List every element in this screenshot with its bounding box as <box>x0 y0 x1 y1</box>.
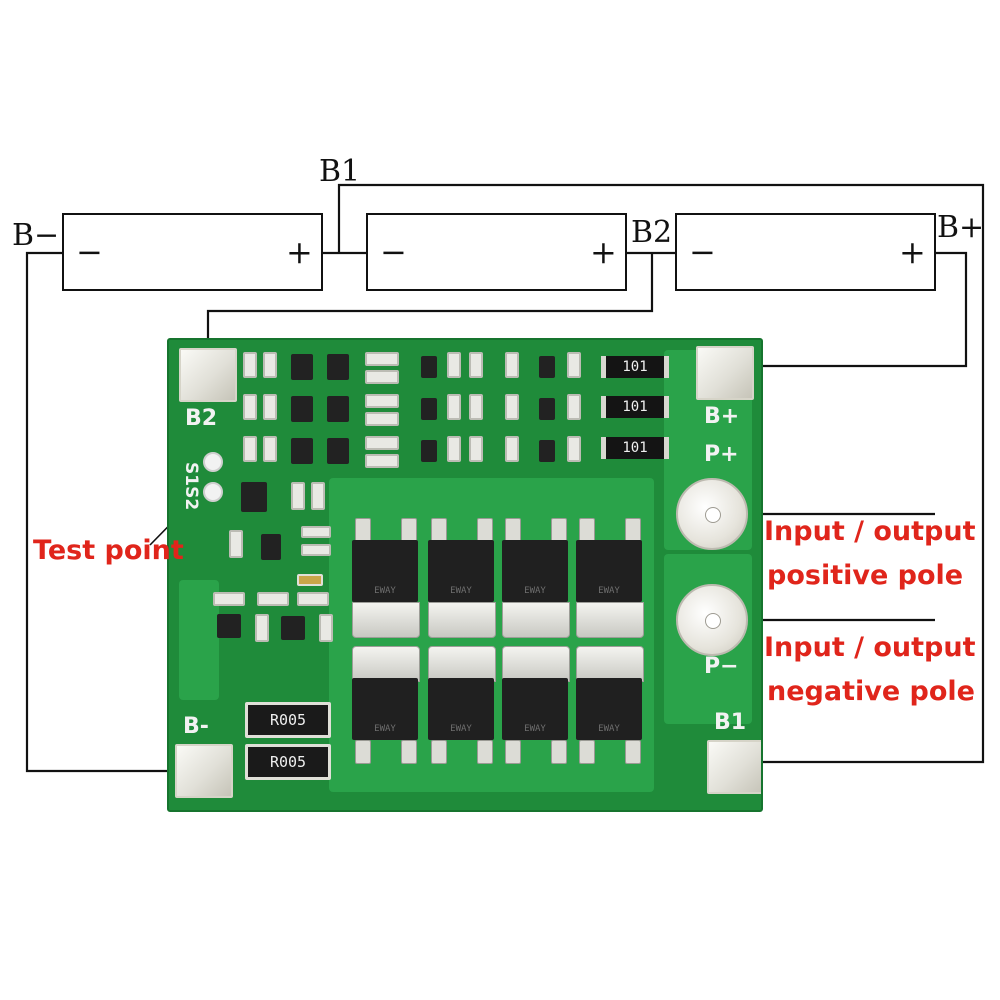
silk-b-plus: B+ <box>704 404 740 429</box>
silk-p-minus: P− <box>704 654 739 679</box>
battery-cell-1 <box>62 213 323 291</box>
label-b-plus: B+ <box>937 210 985 245</box>
silk-b2: B2 <box>185 406 218 431</box>
test-point-s2[interactable] <box>203 482 223 502</box>
balance-resistor-1: 101 <box>601 356 669 378</box>
cell-2-positive-sign: + <box>590 233 617 271</box>
annotation-positive-line-2: positive pole <box>767 560 964 591</box>
label-b2: B2 <box>631 215 673 250</box>
silk-p-plus: P+ <box>704 442 739 467</box>
label-b-minus: B− <box>12 218 60 253</box>
silk-test-points: S1S2 <box>181 462 201 511</box>
wire-b-plus <box>748 251 968 368</box>
cell-2-negative-sign: − <box>380 233 407 271</box>
cell-3-negative-sign: − <box>689 233 716 271</box>
pad-p-minus[interactable] <box>676 584 748 656</box>
sense-resistor-1: R005 <box>245 702 331 738</box>
battery-cell-3 <box>675 213 936 291</box>
pad-b2[interactable] <box>179 348 237 402</box>
sense-resistor-2: R005 <box>245 744 331 780</box>
balance-resistor-3: 101 <box>601 437 669 459</box>
silk-b-minus: B- <box>183 714 209 739</box>
pad-b-minus[interactable] <box>175 744 233 798</box>
annotation-positive-line-1: Input / output <box>764 516 976 547</box>
balance-resistor-2: 101 <box>601 396 669 418</box>
annotation-negative-line-2: negative pole <box>767 676 975 707</box>
silk-b1: B1 <box>714 710 747 735</box>
cell-1-positive-sign: + <box>286 233 313 271</box>
cell-3-positive-sign: + <box>899 233 926 271</box>
battery-cell-2 <box>366 213 627 291</box>
wire-b2 <box>206 253 654 364</box>
wire-b1 <box>337 183 985 764</box>
bms-circuit-board: B2 B+ P+ P− B- B1 S1S2 101 101 101 <box>167 338 763 812</box>
cell-1-negative-sign: − <box>76 233 103 271</box>
copper-pour-left <box>179 580 219 700</box>
annotation-negative-line-1: Input / output <box>764 632 976 663</box>
test-point-s1[interactable] <box>203 452 223 472</box>
label-b1: B1 <box>319 154 361 189</box>
annotation-test-point: Test point <box>33 535 184 566</box>
pad-p-plus[interactable] <box>676 478 748 550</box>
pad-b1[interactable] <box>707 740 761 794</box>
wire-b-minus <box>25 251 175 773</box>
pad-b-plus[interactable] <box>696 346 754 400</box>
